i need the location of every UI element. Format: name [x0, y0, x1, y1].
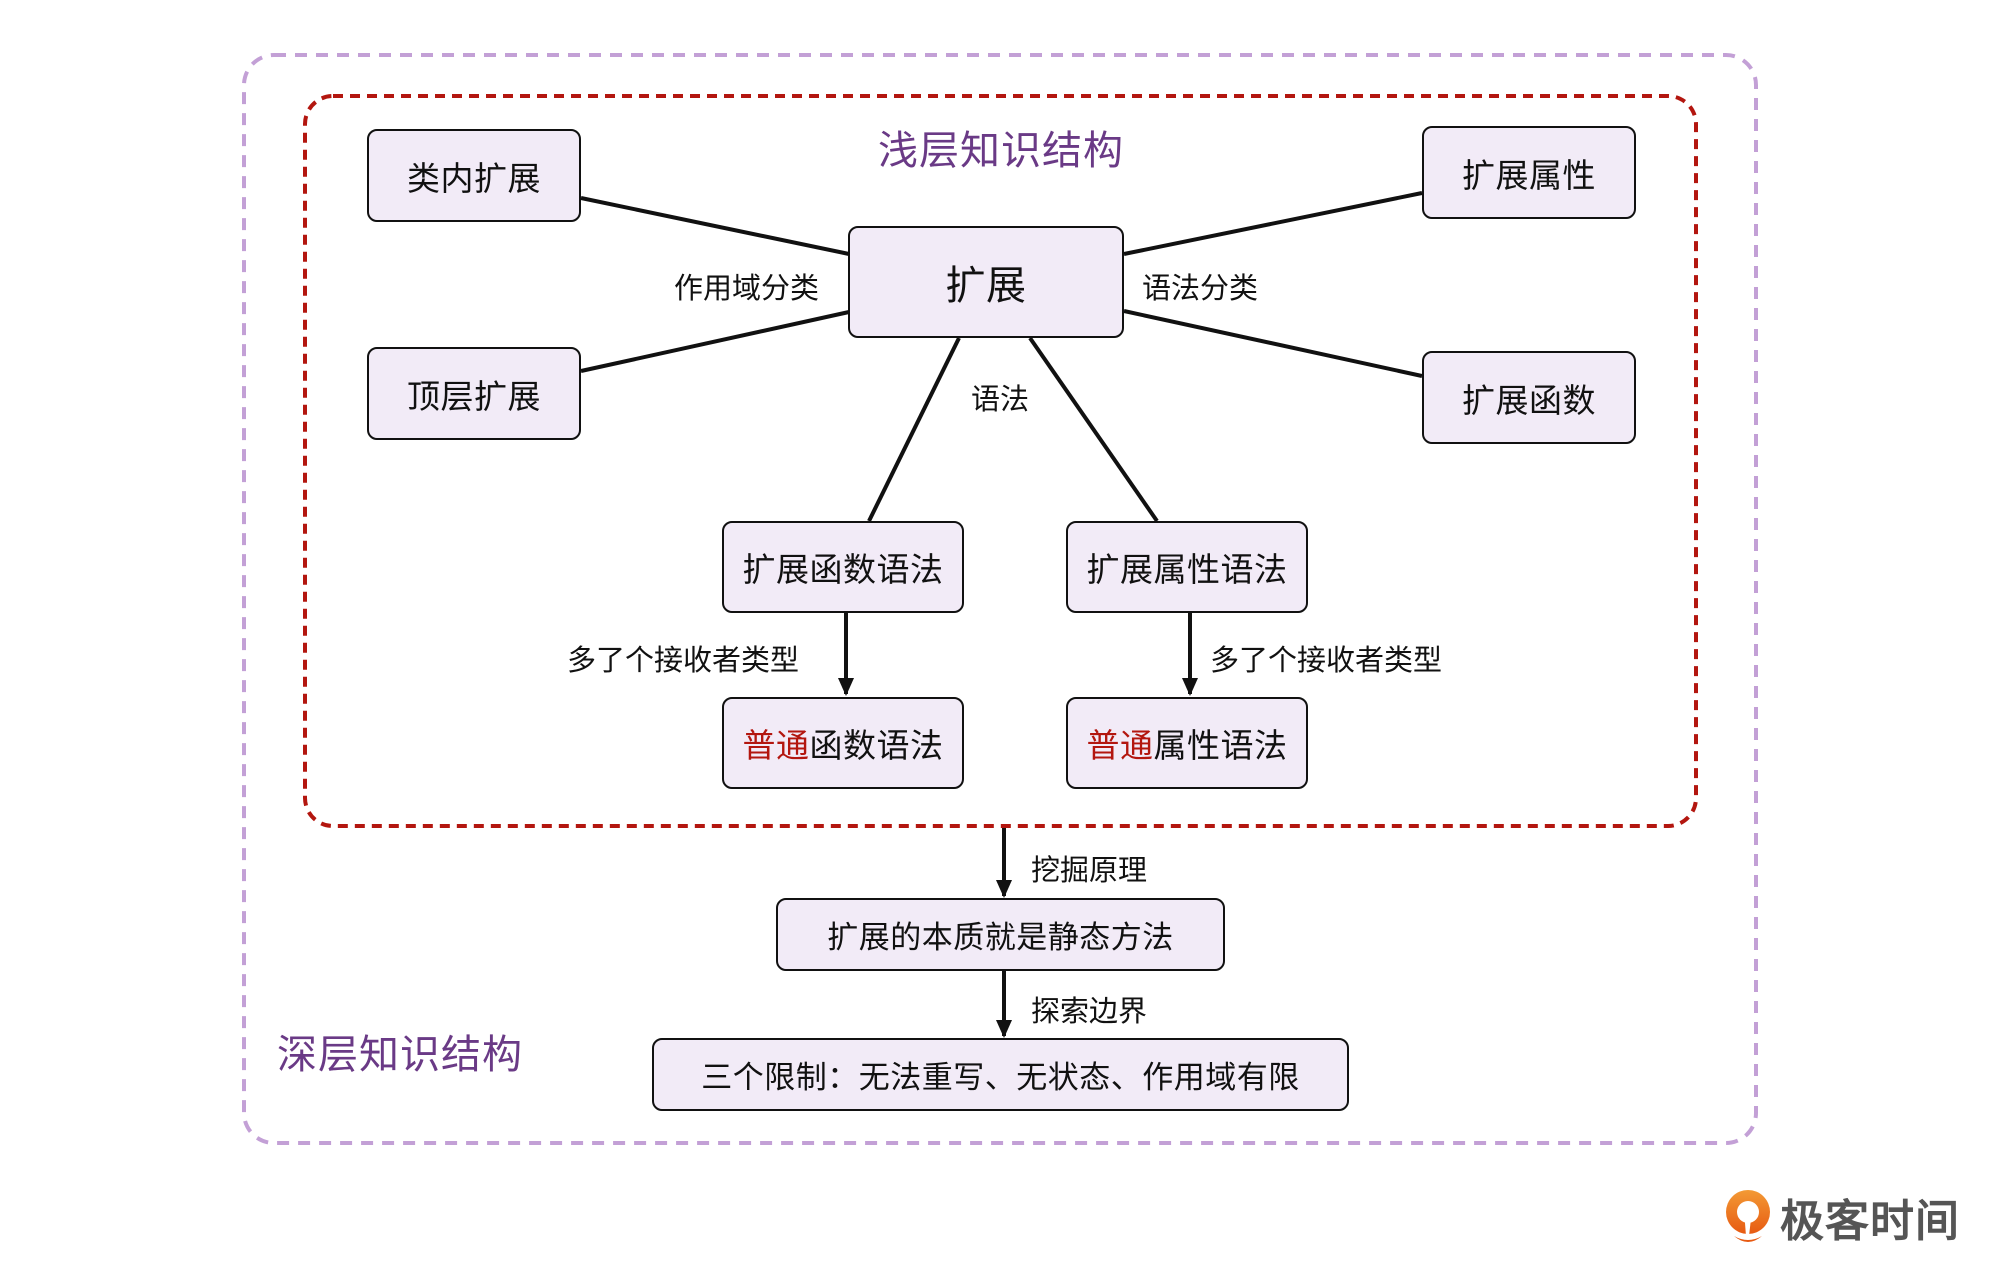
node-limits-label: 三个限制：无法重写、无状态、作用域有限	[701, 1060, 1300, 1096]
node-extension-function-syntax-label: 扩展函数语法	[742, 550, 944, 589]
edge-center-ext-function	[1123, 309, 1423, 378]
edge-center-ext-property-syntax	[1028, 336, 1159, 523]
geektime-logo-text: 极客时间	[1780, 1196, 1960, 1247]
node-extension-function-label: 扩展函数	[1462, 380, 1596, 420]
node-limits[interactable]: 三个限制：无法重写、无状态、作用域有限	[652, 1038, 1349, 1111]
edge-center-in-class	[580, 196, 850, 256]
normal-property-highlight: 普通	[1086, 726, 1154, 765]
node-essence[interactable]: 扩展的本质就是静态方法	[776, 898, 1225, 971]
node-extension-property-label: 扩展属性	[1462, 155, 1596, 195]
shallow-knowledge-container	[303, 94, 1698, 828]
node-top-level-extension-label: 顶层扩展	[407, 376, 541, 416]
normal-function-highlight: 普通	[742, 726, 810, 765]
node-normal-property-syntax[interactable]: 普通属性语法	[1066, 697, 1308, 789]
node-extension[interactable]: 扩展	[848, 226, 1124, 338]
deep-knowledge-container	[242, 53, 1758, 1145]
edge-center-top-level	[580, 310, 850, 373]
edge-label-dig-principle: 挖掘原理	[1031, 853, 1148, 887]
edge-label-scope-category: 作用域分类	[674, 271, 820, 305]
normal-property-rest: 属性语法	[1153, 726, 1288, 765]
geektime-logo-icon	[1726, 1190, 1770, 1242]
node-extension-property[interactable]: 扩展属性	[1422, 126, 1636, 219]
edge-label-explore-boundary: 探索边界	[1031, 994, 1148, 1028]
normal-function-rest: 函数语法	[809, 726, 944, 765]
edge-center-ext-property	[1123, 191, 1423, 256]
node-extension-function-syntax[interactable]: 扩展函数语法	[722, 521, 964, 613]
node-in-class-extension[interactable]: 类内扩展	[367, 129, 581, 222]
edge-center-ext-function-syntax	[867, 337, 961, 522]
edge-label-syntax-category: 语法分类	[1142, 271, 1259, 305]
node-normal-function-syntax[interactable]: 普通函数语法	[722, 697, 964, 789]
shallow-knowledge-title: 浅层知识结构	[878, 128, 1124, 174]
node-essence-label: 扩展的本质就是静态方法	[827, 920, 1174, 956]
node-in-class-extension-label: 类内扩展	[407, 158, 541, 198]
node-extension-property-syntax-label: 扩展属性语法	[1086, 550, 1288, 589]
geektime-logo: 极客时间	[1722, 1185, 1960, 1249]
edge-label-receiver-right: 多了个接收者类型	[1210, 643, 1443, 677]
node-top-level-extension[interactable]: 顶层扩展	[367, 347, 581, 440]
node-extension-property-syntax[interactable]: 扩展属性语法	[1066, 521, 1308, 613]
node-extension-function[interactable]: 扩展函数	[1422, 351, 1636, 444]
edge-label-receiver-left: 多了个接收者类型	[567, 643, 800, 677]
deep-knowledge-title: 深层知识结构	[277, 1032, 523, 1078]
node-extension-label: 扩展	[945, 263, 1027, 309]
edge-label-syntax: 语法	[971, 382, 1030, 416]
